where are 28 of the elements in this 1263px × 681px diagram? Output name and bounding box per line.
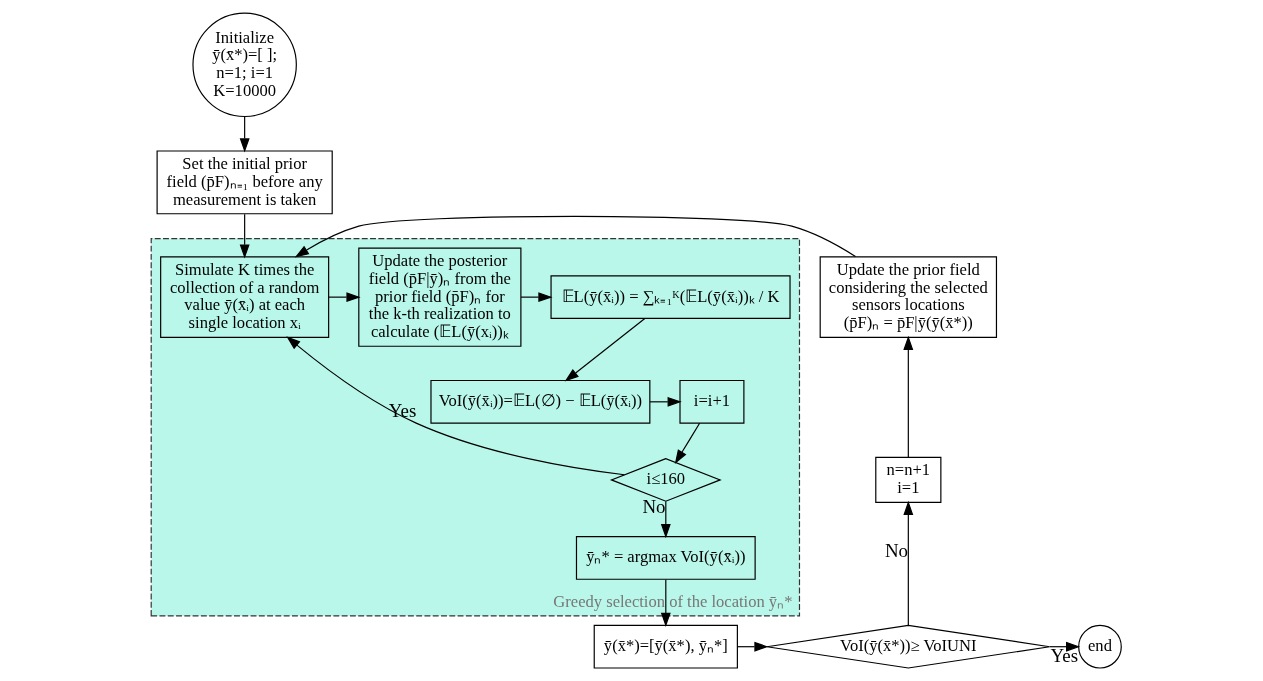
node-box: i=i+1 (679, 379, 745, 424)
node-box: Set the initial prior field (p̄F)ₙ₌₁ before any measurement is taken (156, 150, 333, 215)
node-diamond: VoI(ȳ(x̄*))≥ VoIUNI (766, 624, 1051, 669)
arrow (660, 500, 671, 539)
node-circle: Initialize ȳ(x̄*)=[ ]; n=1; i=1 K=10000 (192, 12, 297, 118)
arrow (294, 215, 857, 258)
arrow (328, 292, 361, 303)
arrow (903, 500, 914, 626)
edge-label: Yes (388, 399, 417, 421)
arrow (564, 317, 646, 382)
arrow (239, 116, 250, 153)
arrow (239, 213, 250, 259)
edge-label: Yes (1050, 644, 1079, 666)
node-box: Simulate K times the collection of a random value ȳ(x̄ᵢ) at each single location xᵢ (160, 256, 330, 338)
node-box: n=n+1 i=1 (875, 456, 942, 503)
edge-label: No (884, 540, 909, 562)
node-box: Update the posterior field (p̄F|ȳ)ₙ from the prior field (p̄F)ₙ for the k-th realization to calculate (𝔼L(ȳ(xᵢ))ₖ (358, 247, 522, 347)
arrow (674, 422, 701, 464)
arrow (660, 579, 671, 627)
arrow (903, 335, 914, 458)
node-box: ȳ(x̄*)=[ȳ(x̄*), ȳₙ*] (593, 624, 738, 669)
node-box: ȳₙ* = argmax VoI(ȳ(x̄ᵢ)) (575, 536, 756, 580)
node-box: Update the prior field considering the selected sensors locations (p̄F)ₙ = p̄F|ȳ(ȳ(x̄*)) (819, 256, 998, 338)
arrow (286, 336, 625, 476)
node-box: 𝔼L(ȳ(x̄ᵢ)) = ∑ₖ₌₁ᴷ(𝔼L(ȳ(x̄ᵢ))ₖ / K (550, 275, 791, 319)
node-box: VoI(ȳ(x̄ᵢ))=𝔼L(∅) − 𝔼L(ȳ(x̄ᵢ)) (430, 379, 651, 424)
arrow (520, 292, 553, 303)
node-circle: end (1078, 624, 1122, 669)
